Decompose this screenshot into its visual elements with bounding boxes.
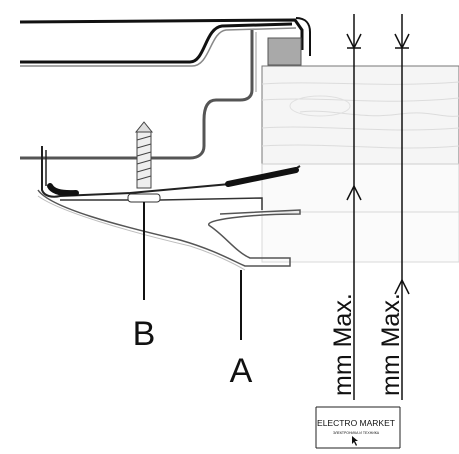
screw <box>127 121 161 203</box>
label-b: B <box>133 315 156 353</box>
dimension-line-left <box>346 14 362 400</box>
logo-subtitle: ЭЛЕКТРОНИКА И ТЕХНИКА <box>333 431 380 435</box>
hob-profile <box>19 17 311 160</box>
cursor-icon <box>352 436 358 446</box>
logo-title: ELECTRO MARKET <box>317 418 395 428</box>
gray-block <box>267 37 302 66</box>
dimension-line-right <box>394 14 410 400</box>
label-a: A <box>230 352 253 390</box>
dimension-label-left: mm Max. <box>329 293 357 396</box>
mounting-bracket <box>41 146 301 210</box>
clip-spring <box>37 189 301 271</box>
wood-worktop <box>261 65 459 263</box>
dimension-label-right: mm Max. <box>377 293 405 396</box>
electro-market-logo: ELECTRO MARKET ЭЛЕКТРОНИКА И ТЕХНИКА <box>315 406 401 449</box>
